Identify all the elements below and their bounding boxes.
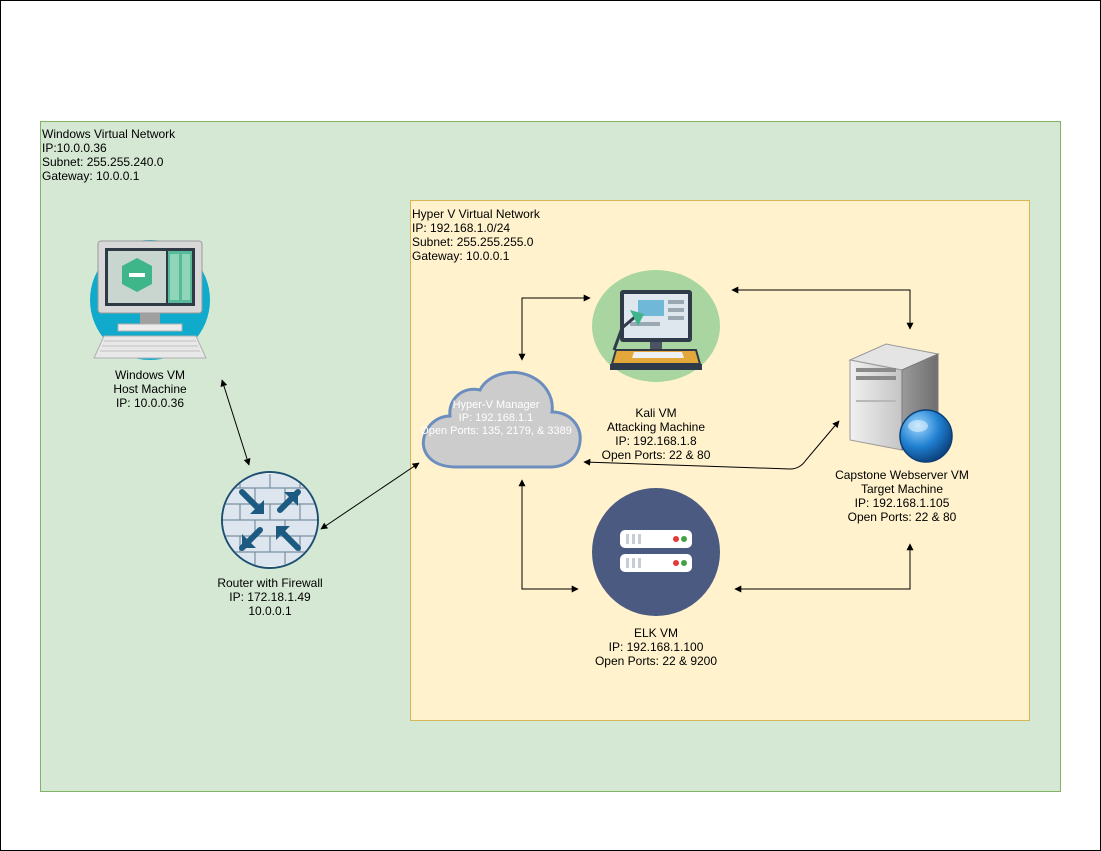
kali-workstation-icon <box>592 270 720 382</box>
kali-vm-name: Kali VM <box>635 406 677 420</box>
webserver-vm-ip: IP: 192.168.1.105 <box>854 496 950 510</box>
kali-vm-ports: Open Ports: 22 & 80 <box>601 448 711 462</box>
elk-vm-ip: IP: 192.168.1.100 <box>608 640 704 654</box>
elk-vm-label: ELK VM IP: 192.168.1.100 Open Ports: 22 … <box>595 626 717 668</box>
hyperv-network-info: Hyper V Virtual Network IP: 192.168.1.0/… <box>412 207 540 263</box>
connector-hyperv-kali <box>518 294 591 361</box>
connector-hyperv-webserver <box>583 420 840 470</box>
elk-vm-ports: Open Ports: 22 & 9200 <box>594 654 718 668</box>
router-label: Router with Firewall IP: 172.18.1.49 10.… <box>217 576 322 618</box>
connector-windows-router <box>220 379 251 466</box>
windows-vm-name: Windows VM <box>114 368 185 382</box>
router-ip: IP: 172.18.1.49 <box>229 590 311 604</box>
cloud-icon <box>421 371 582 469</box>
webserver-vm-label: Capstone Webserver VM Target Machine IP:… <box>835 468 969 524</box>
windows-vm-label: Windows VM Host Machine IP: 10.0.0.36 <box>113 368 186 410</box>
windows-network-info: Windows Virtual Network IP:10.0.0.36 Sub… <box>42 127 175 183</box>
webserver-vm-role: Target Machine <box>860 482 944 496</box>
hyperv-manager-label: Hyper-V Manager IP: 192.168.1.1 Open Por… <box>420 399 572 438</box>
windows-network-ip: IP:10.0.0.36 <box>42 141 107 155</box>
firewall-router-icon <box>221 471 319 569</box>
hyperv-network-subnet: Subnet: 255.255.255.0 <box>412 235 534 249</box>
windows-vm-role: Host Machine <box>113 382 187 396</box>
desktop-monitor-icon <box>90 240 210 360</box>
webserver-vm-ports: Open Ports: 22 & 80 <box>847 510 957 524</box>
connector-hyperv-elk <box>518 479 579 593</box>
server-rack-icon <box>592 488 720 616</box>
hyperv-network-title: Hyper V Virtual Network <box>412 207 540 221</box>
router-ip-secondary: 10.0.0.1 <box>248 604 292 618</box>
windows-network-subnet: Subnet: 255.255.240.0 <box>42 155 164 169</box>
hyperv-manager-ip: IP: 192.168.1.1 <box>458 412 534 424</box>
hyperv-network-gateway: Gateway: 10.0.0.1 <box>412 249 510 263</box>
kali-vm-label: Kali VM Attacking Machine IP: 192.168.1.… <box>602 406 711 462</box>
windows-vm-ip: IP: 10.0.0.36 <box>115 396 185 410</box>
connector-kali-webserver <box>731 286 914 330</box>
elk-vm-name: ELK VM <box>633 626 678 640</box>
webserver-vm-name: Capstone Webserver VM <box>835 468 969 482</box>
kali-vm-role: Attacking Machine <box>606 420 706 434</box>
windows-network-gateway: Gateway: 10.0.0.1 <box>42 169 140 183</box>
web-server-icon <box>848 343 953 463</box>
hyperv-network-ip: IP: 192.168.1.0/24 <box>412 221 511 235</box>
router-name: Router with Firewall <box>217 576 323 590</box>
hyperv-manager-name: Hyper-V Manager <box>452 399 540 411</box>
hyperv-manager-ports: Open Ports: 135, 2179, & 3389 <box>420 425 572 437</box>
kali-vm-ip: IP: 192.168.1.8 <box>615 434 697 448</box>
connector-elk-webserver <box>734 543 914 593</box>
connector-router-hyperv <box>320 462 420 530</box>
windows-network-title: Windows Virtual Network <box>42 127 176 141</box>
